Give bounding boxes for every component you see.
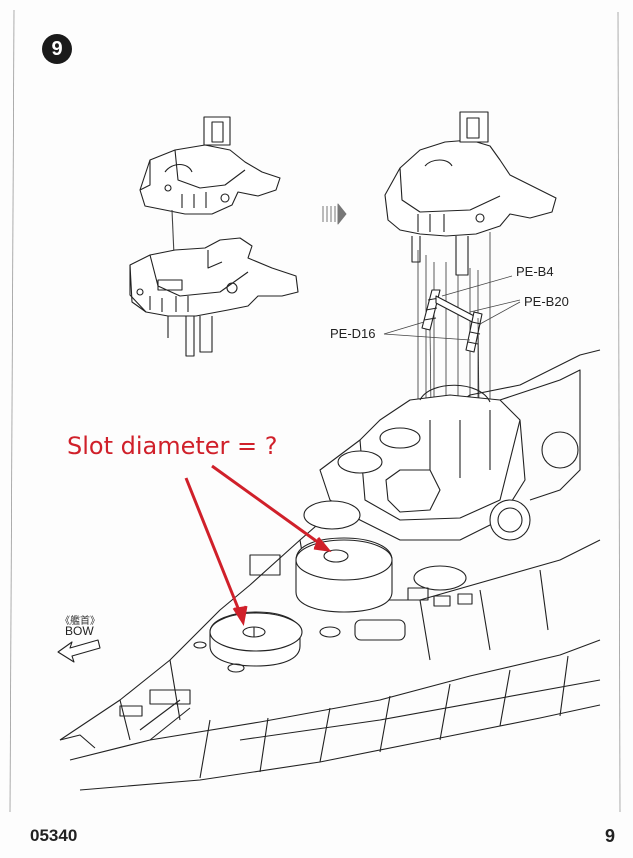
ship-hull (59, 349, 601, 791)
annotation-arrows (184, 464, 332, 626)
label-pe-d16: PE-D16 (330, 326, 376, 341)
lower-bridge-part (129, 237, 299, 357)
label-pe-b4: PE-B4 (516, 264, 554, 279)
upper-bridge-part (139, 116, 281, 215)
bow-label: BOW (65, 624, 94, 638)
step-number-badge: 9 (42, 34, 72, 64)
label-pe-b20: PE-B20 (524, 294, 569, 309)
assembled-bridge (384, 111, 557, 276)
bow-direction-arrow-icon (57, 639, 101, 663)
bow-label-chinese: 《艦首》 (60, 616, 100, 627)
label-leaders (383, 275, 521, 341)
catalog-number: 05340 (30, 826, 78, 845)
page-number: 9 (604, 826, 615, 846)
arrow-right-icon (322, 203, 347, 225)
slot-diameter-question: Slot diameter = ? (67, 432, 278, 460)
